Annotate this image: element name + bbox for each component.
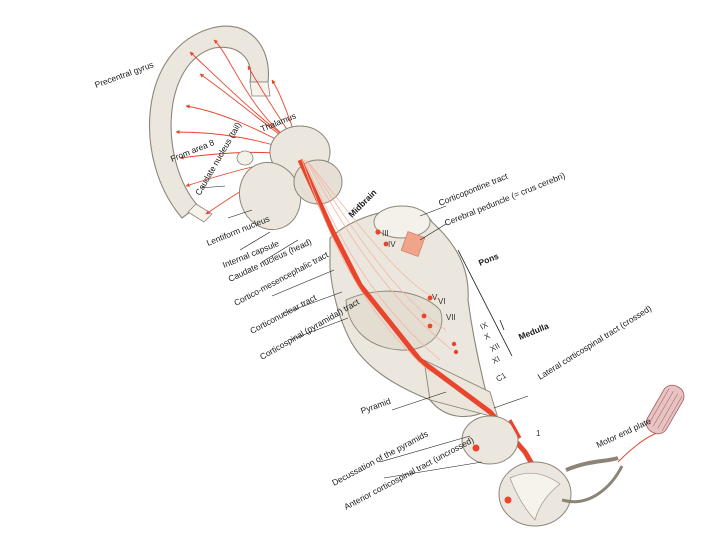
label-lateral-corticospinal: Lateral corticospinal tract (crossed) [536, 303, 654, 382]
nerve-XI: XI [491, 354, 502, 366]
label-pons: Pons [477, 251, 500, 268]
nerve-IX: IX [479, 320, 491, 332]
segment-1: 1 [536, 429, 541, 438]
label-medulla: Medulla [517, 321, 550, 342]
nerve-X: X [483, 331, 493, 342]
label-decussation: Decussation of the pyramids [330, 429, 429, 488]
label-caudate-tail: Caudate nucleus (tail) [193, 120, 243, 197]
nerve-IV: IV [388, 240, 396, 249]
label-pyramid: Pyramid [359, 396, 392, 416]
brainstem [330, 206, 498, 418]
label-precentral-gyrus: Precentral gyrus [93, 59, 155, 90]
label-motor-end-plate: Motor end plate [595, 416, 653, 450]
nerve-VI: VI [438, 297, 446, 306]
nerve-III: III [382, 229, 389, 238]
muscle-motor-end-plate [618, 381, 688, 462]
nerve-C1: C1 [495, 371, 509, 384]
label-lentiform: Lentiform nucleus [205, 213, 271, 247]
label-from-area-8: From area 8 [169, 137, 216, 164]
nerve-XII: XII [489, 341, 502, 354]
spinal-cord-lower [499, 458, 622, 526]
nerve-VII: VII [446, 313, 456, 322]
